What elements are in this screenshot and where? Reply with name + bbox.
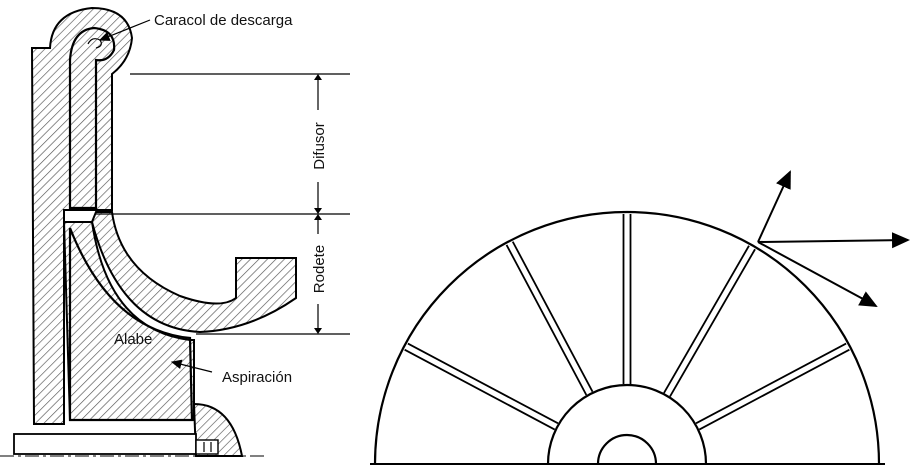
label-impeller: Rodete bbox=[311, 245, 328, 293]
pump-cross-section: Caracol de descarga Difusor Rodete Alabe… bbox=[0, 6, 350, 457]
impeller-vane-4 bbox=[663, 245, 750, 394]
blade-outline bbox=[68, 227, 194, 422]
velocity-arrow-relative bbox=[757, 241, 878, 307]
impeller-vane-2 bbox=[511, 241, 594, 393]
shaft-bore bbox=[596, 433, 658, 465]
impeller-vane-5 bbox=[698, 348, 850, 431]
impeller-vanes bbox=[404, 214, 850, 431]
impeller-hub bbox=[546, 383, 708, 465]
impeller-vane-1 bbox=[407, 342, 559, 425]
label-diffuser: Difusor bbox=[311, 122, 328, 170]
casing-wall bbox=[30, 6, 134, 425]
impeller-vane-1 bbox=[404, 348, 556, 431]
label-suction: Aspiración bbox=[222, 369, 292, 386]
label-blade: Alabe bbox=[114, 331, 152, 348]
front-shroud bbox=[90, 211, 297, 334]
impeller-outer-rim bbox=[373, 210, 881, 465]
hub-block bbox=[62, 221, 195, 421]
seal-box bbox=[195, 439, 219, 455]
volute-channel bbox=[68, 26, 116, 210]
impeller-vane-5 bbox=[695, 342, 847, 425]
velocity-arrow-tangential bbox=[757, 232, 910, 249]
impeller-vane-2 bbox=[505, 244, 588, 396]
label-volute: Caracol de descarga bbox=[154, 12, 293, 29]
impeller-front-view bbox=[370, 170, 910, 465]
impeller-vane-4 bbox=[669, 248, 756, 397]
velocity-arrow-absolute bbox=[757, 170, 791, 243]
shaft bbox=[13, 433, 197, 455]
